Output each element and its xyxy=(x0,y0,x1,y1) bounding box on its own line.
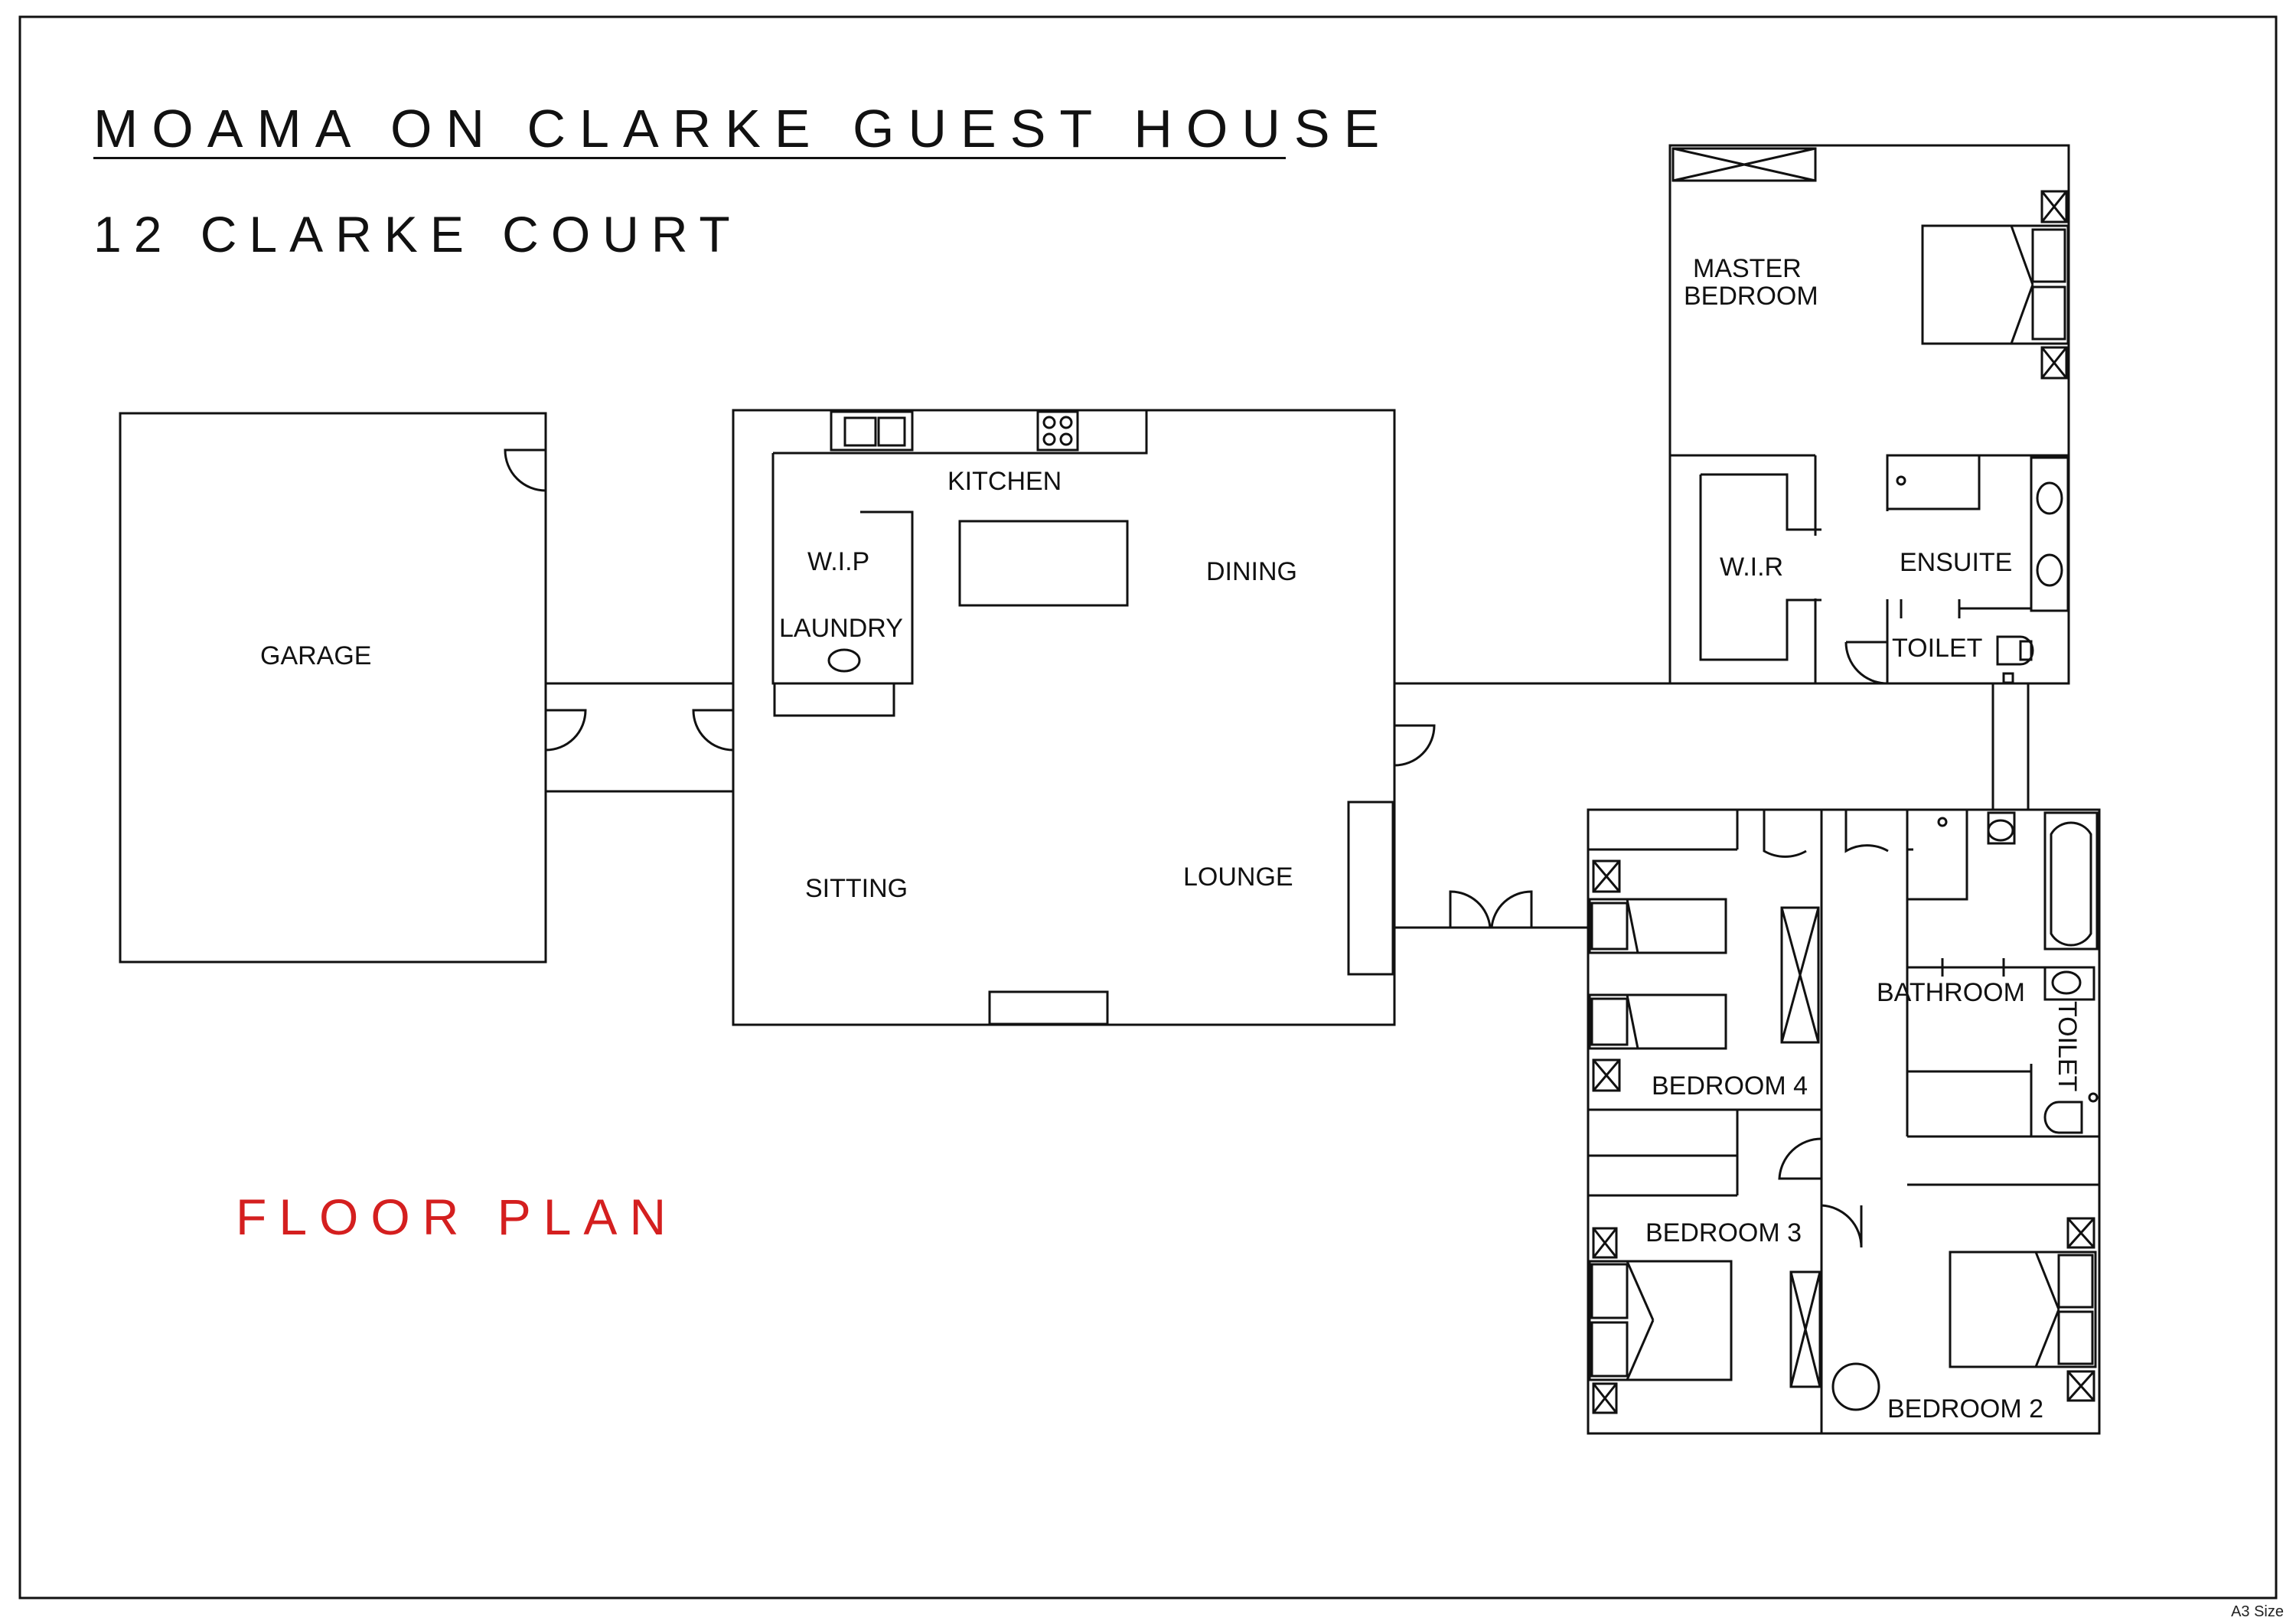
label-bedroom-2: BEDROOM 2 xyxy=(1887,1394,2043,1423)
label-master-1: MASTER xyxy=(1693,254,1802,283)
label-master-2: BEDROOM xyxy=(1684,282,1818,311)
corridors xyxy=(1394,682,2030,929)
label-toilet-master: TOILET xyxy=(1892,634,1982,663)
plan-title: MOAMA ON CLARKE GUEST HOUSE xyxy=(93,99,1394,158)
label-bedroom-4: BEDROOM 4 xyxy=(1652,1071,1808,1101)
master-wing xyxy=(1668,144,2070,685)
label-bathroom: BATHROOM xyxy=(1877,978,2025,1007)
label-garage: GARAGE xyxy=(260,641,371,670)
label-sitting: SITTING xyxy=(805,874,908,903)
breezeway xyxy=(546,682,734,793)
garage xyxy=(119,412,587,964)
label-lounge: LOUNGE xyxy=(1183,863,1293,892)
title-underline xyxy=(93,157,1286,159)
sheet-border xyxy=(18,15,2278,1600)
plan-address: 12 CLARKE COURT xyxy=(93,206,742,263)
paper-size-note: A3 Size xyxy=(2231,1603,2284,1620)
label-toilet-bath: TOILET xyxy=(2053,1001,2082,1091)
label-dining: DINING xyxy=(1206,557,1297,586)
floor-plan-caption: FLOOR PLAN xyxy=(236,1189,679,1245)
label-ensuite: ENSUITE xyxy=(1900,548,2012,577)
label-wir: W.I.R xyxy=(1720,553,1783,582)
label-bedroom-3: BEDROOM 3 xyxy=(1645,1218,1802,1247)
label-wip: W.I.P xyxy=(807,547,869,576)
bedroom-wing xyxy=(1587,808,2101,1435)
living-block xyxy=(732,409,1436,1026)
room-labels: GARAGE KITCHEN W.I.P LAUNDRY DINING SITT… xyxy=(260,254,2082,1423)
label-kitchen: KITCHEN xyxy=(947,467,1062,496)
label-laundry: LAUNDRY xyxy=(779,614,903,643)
